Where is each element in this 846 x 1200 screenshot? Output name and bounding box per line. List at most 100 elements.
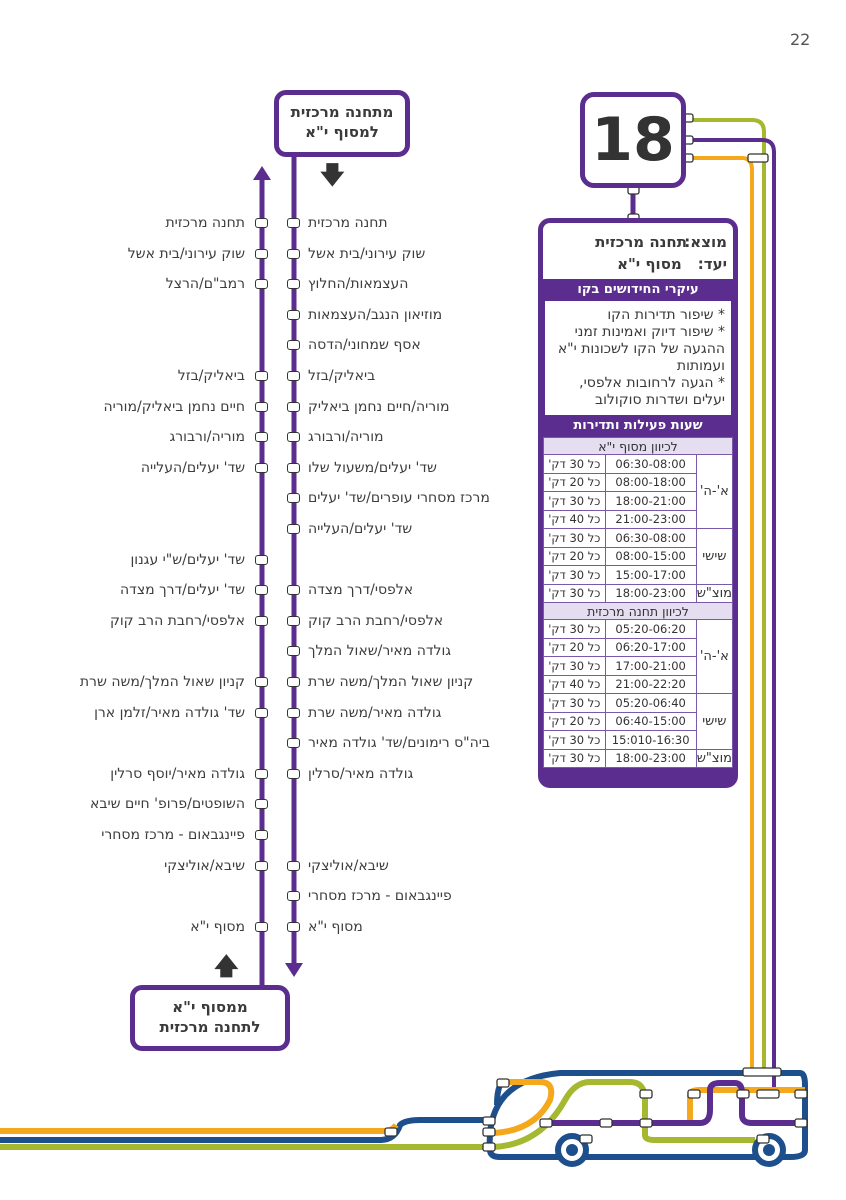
schedule-frequency: כל 20 דק': [543, 711, 606, 731]
outbound-stop-marker: [287, 707, 300, 718]
outbound-station-name: אלפסי/רחבת הרב קוק: [308, 612, 444, 629]
return-stop-marker: [255, 248, 268, 259]
outbound-stop-marker: [287, 432, 300, 443]
destination-value: מסוף י"א: [617, 255, 682, 273]
page-number: 22: [790, 30, 811, 49]
schedule-hours: 08:00-15:00: [604, 546, 697, 566]
news-item: * הגעה לרחובות אלפסי, יעלים ושדרות סוקול…: [579, 375, 725, 408]
return-station-name: ביאליק/בזל: [177, 368, 245, 384]
outbound-stop-marker: [287, 462, 300, 473]
return-box-line1: ממסוף י"א: [172, 998, 248, 1016]
schedule-frequency: כל 30 דק': [543, 491, 606, 511]
return-stop-marker: [255, 830, 268, 840]
return-station-name: השופטים/פרופ' חיים שיבא: [90, 796, 245, 813]
outbound-station-name: אסף שמחוני/הדסה: [308, 337, 421, 354]
purple-line: [686, 138, 776, 1095]
schedule-day: שישי: [695, 528, 733, 585]
outbound-stop-marker: [287, 646, 300, 657]
outbound-stop-marker: [287, 738, 300, 749]
outbound-station-name: שד' יעלים/העלייה: [308, 521, 413, 537]
return-stop-marker: [255, 554, 268, 565]
outbound-stop-marker: [287, 340, 300, 351]
bus-illustration: [0, 1070, 808, 1167]
return-stop-marker: [255, 707, 268, 718]
outbound-arrow-head-icon: [285, 963, 303, 977]
outbound-station-name: גולדה מאיר/סרלין: [308, 765, 414, 782]
outbound-station-name: קניון שאול המלך/משה שרת: [308, 674, 474, 690]
return-stop-marker: [255, 921, 268, 932]
return-stop-marker: [255, 677, 268, 687]
return-station-name: שיבא/אוליצקי: [164, 857, 245, 874]
outbound-box-line1: מתחנה מרכזית: [290, 103, 394, 121]
schedule-frequency: כל 30 דק': [543, 748, 606, 768]
news-list: * שיפור תדירות הקו * שיפור דיוק ואמינות …: [545, 301, 731, 415]
schedule-hours: 05:20-06:40: [604, 693, 697, 713]
return-station-name: קניון שאול המלך/משה שרת: [79, 674, 245, 690]
return-stop-marker: [255, 432, 268, 443]
schedule-day: שישי: [695, 693, 733, 750]
return-stop-marker: [255, 218, 268, 228]
return-station-name: אלפסי/רחבת הרב קוק: [109, 612, 245, 629]
schedule-title: שעות פעילות ותדירות: [573, 418, 703, 433]
arrow-down-icon: 🡇: [320, 161, 345, 189]
outbound-stop-marker: [287, 860, 300, 871]
schedule-hours: 06:30-08:00: [604, 528, 697, 548]
news-item: * שיפור תדירות הקו: [607, 307, 725, 323]
outbound-stop-marker: [287, 248, 300, 259]
news-item: * שיפור דיוק ואמינות זמני ההגעה של הקו ל…: [557, 324, 725, 374]
outbound-station-name: תחנה מרכזית: [308, 215, 388, 231]
outbound-station-name: מרכז מסחרי עופרים/שד' יעלים: [308, 490, 490, 507]
outbound-stop-marker: [287, 585, 300, 596]
return-station-name: רמב"ם/הרצל: [165, 276, 245, 293]
origin-value: תחנה מרכזית: [595, 233, 687, 251]
schedule-hours: 21:00-23:00: [604, 509, 697, 529]
schedule-hours: 18:00-23:00: [604, 748, 697, 768]
outbound-stop-marker: [287, 218, 300, 228]
return-arrow-head-icon: [253, 166, 271, 180]
outbound-station-name: ביאליק/בזל: [308, 368, 376, 384]
news-title: עיקרי החידושים בקו: [577, 282, 699, 297]
schedule-frequency: כל 40 דק': [543, 509, 606, 529]
outbound-stop-marker: [287, 371, 300, 381]
outbound-stop-marker: [287, 279, 300, 290]
schedule-frequency: כל 30 דק': [543, 656, 606, 676]
return-station-name: תחנה מרכזית: [165, 215, 245, 231]
schedule-frequency: כל 20 דק': [543, 637, 606, 657]
outbound-station-name: מסוף י"א: [308, 918, 363, 935]
return-station-name: שד' יעלים/ש"י עגנון: [130, 551, 245, 568]
schedule-hours: 06:40-15:00: [604, 711, 697, 731]
destination-label: יעד:: [697, 255, 727, 273]
outbound-station-name: אלפסי/דרך מצדה: [308, 582, 414, 599]
origin-label: מוצא:: [684, 233, 727, 251]
outbound-station-name: שד' יעלים/משעול שלו: [308, 459, 437, 476]
outbound-station-name: מוריה/חיים נחמן ביאליק: [308, 398, 450, 415]
green-line: [686, 118, 766, 1075]
schedule-day: א'-ה': [695, 619, 733, 694]
schedule-hours: 18:00-21:00: [604, 491, 697, 511]
return-stop-marker: [255, 860, 268, 871]
line-info-panel: מוצא:תחנה מרכזית יעד: מסוף י"א עיקרי החי…: [538, 218, 738, 788]
return-station-name: פיינגבאום - מרכז מסחרי: [101, 827, 245, 843]
return-station-name: מסוף י"א: [190, 918, 245, 935]
schedule-frequency: כל 30 דק': [543, 619, 606, 639]
outbound-station-name: ביה"ס רימונים/שד' גולדה מאיר: [308, 735, 490, 752]
return-stop-marker: [255, 462, 268, 473]
schedule-hours: 15:010-16:30: [604, 730, 697, 750]
schedule-frequency: כל 30 דק': [543, 730, 606, 750]
outbound-stop-marker: [287, 524, 300, 534]
schedule-frequency: כל 30 דק': [543, 583, 606, 603]
arrow-up-icon: 🡅: [214, 952, 239, 980]
outbound-stop-marker: [287, 309, 300, 320]
return-stop-marker: [255, 585, 268, 596]
